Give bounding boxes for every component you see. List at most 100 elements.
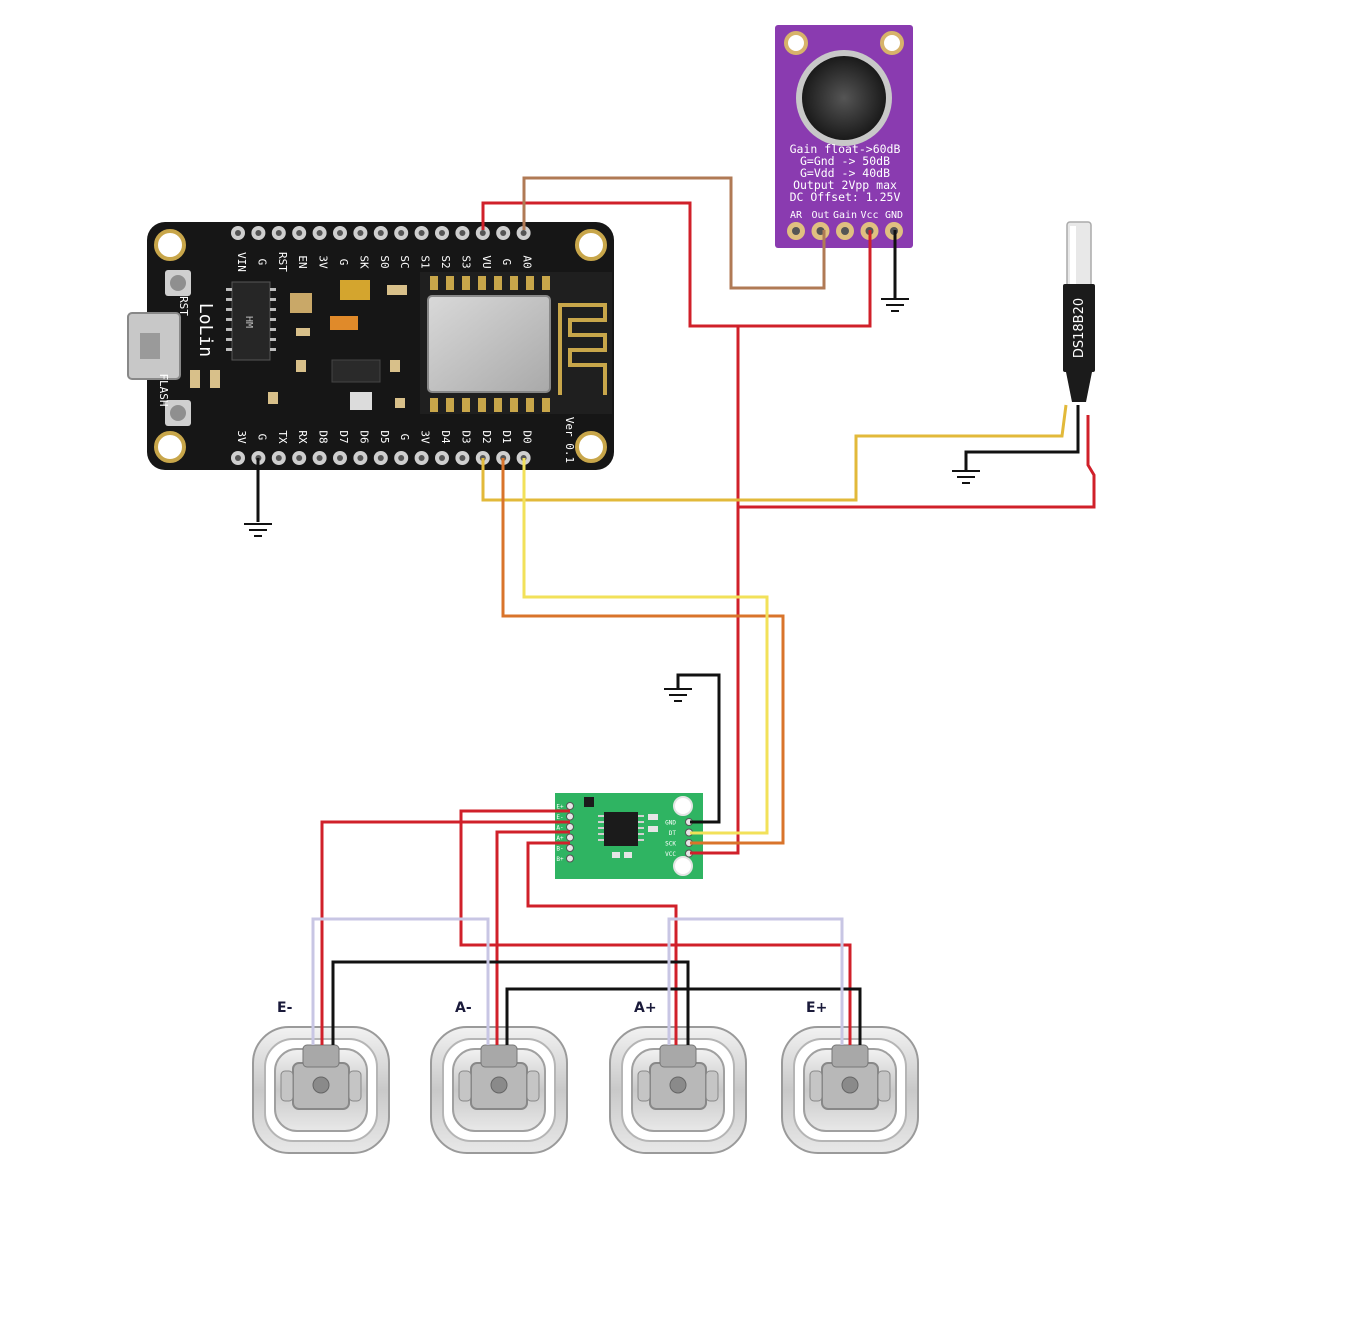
- nodemcu-top-pin-label: A0: [521, 255, 534, 268]
- mounting-hole: [673, 796, 693, 816]
- ground-symbols: [244, 298, 980, 702]
- version-label: Ver 0.1: [563, 417, 576, 463]
- wire-hx711-a-plus: [526, 841, 678, 1045]
- hx711-left-pin-label: E-: [556, 814, 563, 821]
- nodemcu-board: RST FLASH LoLin HM: [127, 222, 614, 470]
- mic-spec-line: Output 2Vpp max: [793, 178, 897, 192]
- wire-power-bus: [690, 326, 740, 855]
- hx711-left-pin-label: E+: [556, 804, 564, 811]
- load-cell: [609, 1026, 747, 1154]
- mic-pin-label: Out: [811, 210, 829, 221]
- mounting-hole: [673, 856, 693, 876]
- hx711-left-pin: [566, 854, 574, 863]
- nodemcu-top-pin-label: SK: [357, 255, 370, 269]
- ground-icon: [881, 298, 909, 312]
- nodemcu-bottom-pin-label: D7: [337, 430, 350, 443]
- mounting-hole: [575, 229, 607, 261]
- wire-vu-to-mic-vcc: [481, 201, 872, 328]
- nodemcu-top-pin-label: SC: [398, 255, 411, 268]
- hx711-left-pin: [566, 833, 574, 842]
- mic-pin-label: Vcc: [860, 210, 878, 221]
- nodemcu-bottom-pin-label: D1: [500, 430, 513, 443]
- wire-cell-white-2: [667, 917, 844, 1045]
- hx711-left-pin-label: B+: [556, 856, 564, 863]
- mic-spec-line: Gain float->60dB: [790, 142, 901, 156]
- mounting-hole: [784, 31, 808, 55]
- nodemcu-top-pin-label: G: [255, 259, 268, 266]
- hx711-chip: [604, 812, 638, 846]
- hx711-left-pin: [566, 802, 574, 810]
- nodemcu-bottom-pin-label: D5: [378, 430, 391, 443]
- hx711-right-pin-label: DT: [669, 830, 677, 837]
- load-cell-label: E-: [277, 1000, 293, 1016]
- chip-label: HM: [243, 316, 254, 328]
- load-cell: [781, 1026, 919, 1154]
- hx711-left-pin-label: A+: [556, 835, 564, 842]
- load-cell: [252, 1026, 390, 1154]
- mic-spec-line: DC Offset: 1.25V: [790, 190, 901, 204]
- mounting-hole: [575, 431, 607, 463]
- wire-power-to-ds18b20: [738, 415, 1096, 509]
- wire-d2-to-ds18b20: [481, 404, 1068, 502]
- nodemcu-bottom-pin-label: G: [255, 434, 268, 441]
- nodemcu-top-pin-label: S0: [378, 255, 391, 268]
- nodemcu-top-pin-label: EN: [296, 255, 309, 268]
- wire-cell-black-1: [331, 960, 690, 1045]
- wire-cell-black-2: [505, 987, 862, 1045]
- ds18b20-label: DS18B20: [1072, 298, 1087, 358]
- hx711-left-pin-label: A-: [556, 825, 563, 832]
- wire-hx711-e-minus: [459, 809, 852, 1045]
- wire-hx711-e-plus: [320, 820, 570, 1045]
- wires: [256, 176, 1096, 1045]
- nodemcu-bottom-pin-label: RX: [296, 430, 309, 444]
- nodemcu-bottom-pin-label: D6: [357, 430, 370, 443]
- load-cell: [430, 1026, 568, 1154]
- flash-label: FLASH: [157, 373, 170, 406]
- hx711-left-pin-label: B-: [556, 846, 563, 853]
- nodemcu-top-pin-label: G: [337, 259, 350, 266]
- wire-ds18b20-gnd: [964, 405, 1080, 470]
- nodemcu-bottom-pin-label: TX: [276, 430, 289, 444]
- nodemcu-bottom-pin-label: D4: [439, 430, 452, 444]
- mounting-hole: [154, 229, 186, 261]
- wire-hx711-gnd: [676, 673, 721, 824]
- nodemcu-top-pin-label: VIN: [235, 252, 248, 272]
- ground-icon: [664, 688, 692, 702]
- mic-pin-label: AR: [790, 210, 803, 221]
- wire-hx711-a-minus: [495, 830, 570, 1045]
- ground-icon: [244, 523, 272, 537]
- ground-icon: [952, 470, 980, 484]
- hx711-right-pin-label: VCC: [665, 851, 676, 858]
- mic-pin-label: Gain: [833, 210, 857, 221]
- nodemcu-top-pin-label: S1: [419, 255, 432, 268]
- mounting-hole: [880, 31, 904, 55]
- nodemcu-bottom-pin-label: D2: [480, 430, 493, 443]
- load-cell-label: E+: [806, 1000, 827, 1016]
- wire-d0-to-hx711-dt: [522, 458, 769, 835]
- nodemcu-top-pin-label: VU: [480, 255, 493, 268]
- load-cell-label: A-: [455, 1000, 472, 1016]
- hx711-left-pin: [566, 812, 574, 821]
- antenna-trace: [558, 303, 607, 395]
- ds18b20-probe: DS18B20: [1063, 221, 1095, 402]
- rst-label: RST: [177, 296, 190, 316]
- nodemcu-bottom-pin-label: G: [398, 434, 411, 441]
- hx711-right-pin-label: SCK: [665, 841, 676, 848]
- hx711-left-pin: [566, 823, 574, 831]
- nodemcu-bottom-pin-label: D0: [521, 430, 534, 443]
- nodemcu-bottom-pin-label: D8: [317, 430, 330, 443]
- nodemcu-top-pin-label: RST: [276, 252, 289, 272]
- wire-a0-to-mic-out: [522, 176, 826, 290]
- nodemcu-bottom-pin-label: 3V: [419, 430, 432, 444]
- nodemcu-top-pin-label: 3V: [317, 255, 330, 269]
- mic-pin-label: GND: [885, 210, 903, 221]
- brand-label: LoLin: [195, 303, 216, 357]
- mic-spec-line: G=Vdd -> 40dB: [800, 166, 890, 180]
- nodemcu-top-pin-label: G: [500, 259, 513, 266]
- load-cell-label: A+: [634, 1000, 657, 1016]
- mic-spec-line: G=Gnd -> 50dB: [800, 154, 890, 168]
- nodemcu-bottom-pin-label: 3V: [235, 430, 248, 444]
